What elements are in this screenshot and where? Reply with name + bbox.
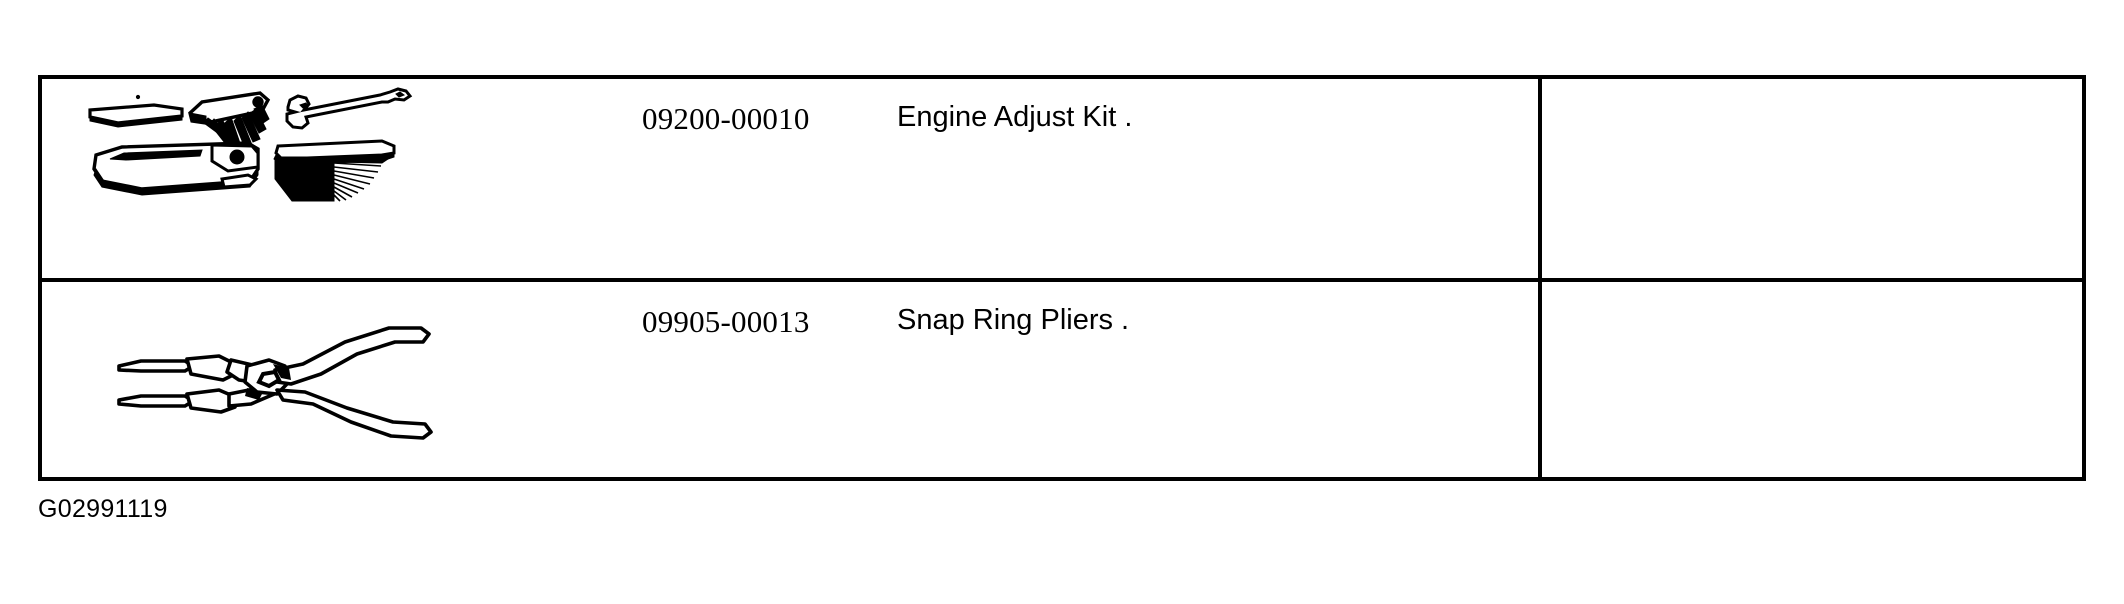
tool-description: Snap Ring Pliers . <box>897 304 1130 336</box>
tool-illustration-cell <box>42 79 642 278</box>
tool-illustration-cell <box>42 282 642 477</box>
part-number: 09200-00010 <box>642 101 810 136</box>
notes-cell <box>1542 79 2082 278</box>
part-number: 09905-00013 <box>642 304 810 339</box>
table-row: 09200-00010 Engine Adjust Kit . <box>42 79 2082 278</box>
special-service-tool-table: 09200-00010 Engine Adjust Kit . <box>38 75 2086 481</box>
figure-id-label: G02991119 <box>38 495 168 523</box>
engine-adjust-kit-illustration <box>82 83 432 203</box>
tool-description: Engine Adjust Kit . <box>897 101 1133 133</box>
table-row: 09905-00013 Snap Ring Pliers . <box>42 278 2082 477</box>
snap-ring-pliers-illustration <box>107 304 447 454</box>
notes-cell <box>1542 282 2082 477</box>
